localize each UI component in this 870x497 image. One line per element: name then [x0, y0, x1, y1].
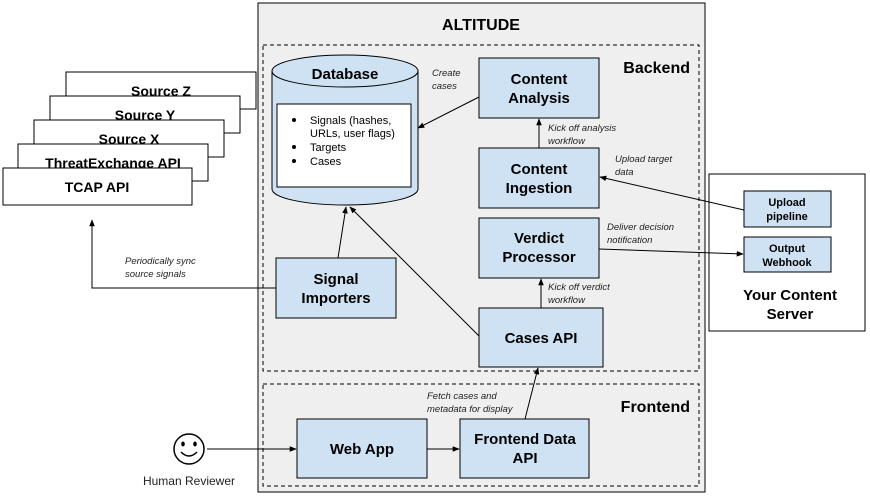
database-title: Database	[312, 66, 379, 83]
database-item-signals-cont: URLs, user flags)	[310, 128, 395, 140]
arrow-importers-to-database	[337, 206, 348, 259]
database-cylinder: Database Signals (hashes, URLs, user fla…	[271, 54, 419, 206]
frontend-label: Frontend	[621, 399, 690, 416]
verdict-processor-line1: Verdict	[514, 230, 564, 247]
frontend-data-api-line1: Frontend Data	[474, 431, 576, 448]
arrow-verdict-to-webhook	[598, 248, 744, 257]
tcap-card	[2, 167, 193, 206]
note-fetch-cases-line1: Fetch cases and	[427, 391, 497, 402]
note-upload-target-line1: Upload target	[615, 154, 672, 165]
connectors	[89, 96, 745, 452]
note-deliver-decision-line1: Deliver decision	[607, 222, 674, 233]
source-y-label: Source Y	[115, 107, 176, 123]
note-upload-target-line2: data	[615, 167, 634, 178]
arrow-cases-to-database	[349, 206, 480, 337]
database-item-signals: Signals (hashes,	[310, 115, 391, 127]
note-kick-analysis-line2: workflow	[548, 136, 586, 147]
backend-label: Backend	[623, 60, 690, 77]
output-webhook-line2: Webhook	[762, 257, 812, 269]
note-periodic-sync-line2: source signals	[125, 269, 186, 280]
arrow-upload-to-ingestion	[599, 175, 745, 211]
note-deliver-decision-line2: notification	[607, 235, 652, 246]
frontend-data-api-line2: API	[512, 450, 537, 467]
cases-api-box	[478, 307, 604, 368]
arrow-frontend-api-to-cases	[524, 367, 540, 420]
human-reviewer-label: Human Reviewer	[143, 474, 235, 488]
source-stack: Source Z Source Y Source X ThreatExchang…	[2, 71, 257, 206]
content-analysis-box	[478, 57, 600, 119]
content-server-title-line1: Your Content	[743, 287, 837, 304]
note-fetch-cases-line2: metadata for display	[427, 404, 514, 415]
upload-pipeline-line1: Upload	[768, 197, 805, 209]
verdict-processor-box	[478, 217, 600, 279]
source-z-label: Source Z	[131, 83, 191, 99]
signal-importers-line1: Signal	[313, 271, 358, 288]
database-item-targets: Targets	[310, 142, 347, 154]
database-item-cases: Cases	[310, 156, 342, 168]
content-analysis-line1: Content	[511, 71, 568, 88]
signal-importers-line2: Importers	[301, 290, 370, 307]
tcap-label: TCAP API	[65, 179, 130, 195]
note-create-cases-line1: Create	[432, 68, 461, 79]
verdict-processor-line2: Processor	[502, 249, 576, 266]
arrow-analysis-to-database	[417, 96, 480, 129]
frontend-section	[262, 383, 700, 487]
content-server-title-line2: Server	[767, 306, 814, 323]
output-webhook-line1: Output	[769, 243, 805, 255]
frontend-data-api-box	[459, 418, 590, 479]
note-kick-verdict-line1: Kick off verdict	[548, 282, 610, 293]
cases-api-label: Cases API	[505, 330, 578, 347]
note-create-cases-line2: cases	[432, 81, 457, 92]
content-analysis-line2: Analysis	[508, 90, 570, 107]
note-kick-analysis-line1: Kick off analysis	[548, 123, 616, 134]
note-kick-verdict-line2: workflow	[548, 295, 586, 306]
altitude-title: ALTITUDE	[442, 17, 520, 34]
threatexchange-label: ThreatExchange API	[45, 155, 181, 171]
content-ingestion-line1: Content	[511, 161, 568, 178]
upload-pipeline-box	[743, 190, 832, 228]
signal-importers-box	[275, 257, 397, 319]
arrow-importers-to-sources	[89, 219, 276, 289]
content-ingestion-box	[478, 147, 600, 209]
smiley-icon	[173, 433, 205, 465]
source-x-label: Source X	[99, 131, 160, 147]
note-periodic-sync-line1: Periodically sync	[125, 256, 196, 267]
output-webhook-box	[743, 236, 832, 273]
content-ingestion-line2: Ingestion	[506, 180, 573, 197]
backend-section	[262, 44, 700, 372]
web-app-label: Web App	[330, 441, 394, 458]
upload-pipeline-line2: pipeline	[766, 211, 808, 223]
database-contents	[276, 103, 412, 188]
